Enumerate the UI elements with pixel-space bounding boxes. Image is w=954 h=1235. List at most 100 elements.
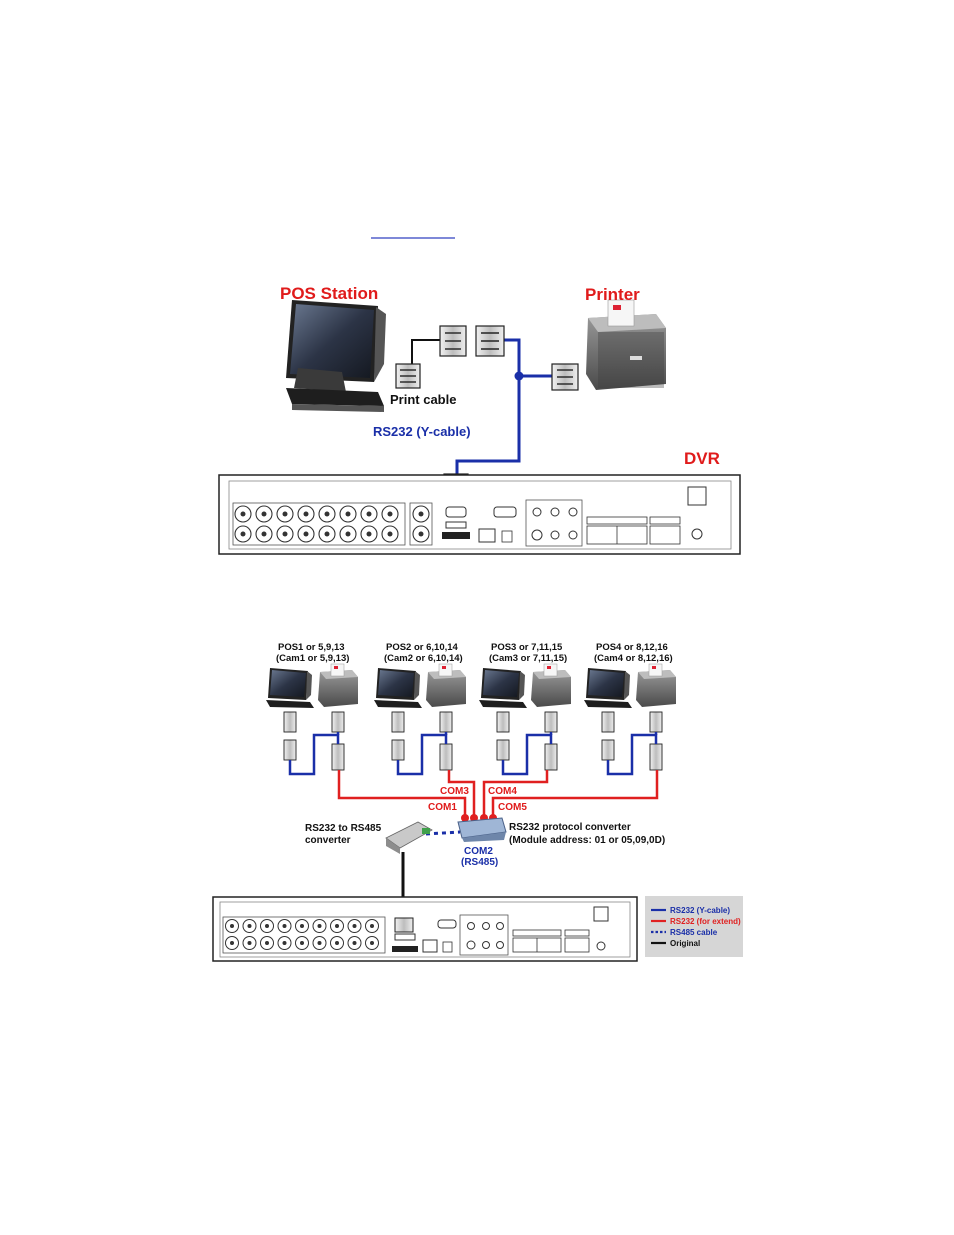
bnc-pin — [370, 924, 374, 928]
bnc-connector — [234, 505, 252, 523]
db9-connector — [331, 711, 345, 733]
pos-station-label: POS Station — [280, 284, 378, 303]
bnc-loop-connector — [412, 525, 430, 543]
bnc-connector — [297, 505, 315, 523]
db9-connector — [601, 711, 615, 733]
bnc-connector — [255, 505, 273, 523]
db9-connector-b — [475, 325, 505, 357]
legend-box — [645, 896, 743, 957]
bnc-connector — [295, 936, 309, 950]
rs485-cable-line — [425, 830, 461, 836]
pos-group-label-line2: (Cam1 or 5,9,13) — [276, 653, 349, 664]
bnc-pin — [282, 941, 287, 945]
bnc-connector — [277, 919, 292, 933]
bnc-pin — [265, 924, 269, 928]
extend-cables — [337, 770, 659, 818]
bnc-connector — [330, 936, 344, 950]
bnc-pin — [366, 531, 372, 537]
dvr-label: DVR — [684, 449, 720, 468]
bnc-pin — [261, 511, 267, 517]
bnc-pin — [418, 511, 424, 517]
com2-label: COM2 — [464, 846, 493, 857]
bnc-pin — [300, 941, 304, 945]
pos-terminal-icon — [584, 668, 632, 708]
bnc-connector — [360, 525, 378, 543]
legend-label: RS485 cable — [670, 928, 718, 937]
pos-terminal-icon — [479, 668, 527, 708]
bnc-connectors — [234, 505, 430, 543]
diagram-1-single-pos: POS Station Printer Print cable RS232 (Y… — [218, 284, 741, 555]
db9-connector — [331, 743, 345, 771]
pos-group-label-line1: POS4 or 8,12,16 — [596, 642, 668, 653]
bnc-pin — [240, 531, 246, 537]
pos-group-label-line1: POS3 or 7,11,15 — [491, 642, 563, 653]
bnc-pin — [418, 531, 424, 537]
bnc-loop-connector — [412, 505, 430, 523]
bnc-connector — [330, 919, 344, 933]
db9-connector — [439, 743, 453, 771]
bnc-pin — [230, 924, 234, 928]
pos-terminal-icon — [374, 668, 422, 708]
pos-terminal-icon — [266, 668, 314, 708]
db9-connector — [283, 711, 297, 733]
bnc-pin — [247, 924, 252, 928]
bnc-pin — [303, 531, 309, 537]
bnc-pin — [387, 531, 393, 537]
bnc-pin — [300, 924, 304, 928]
pos-group-4: POS4 or 8,12,16(Cam4 or 8,12,16) — [584, 642, 676, 776]
bnc-pin — [345, 531, 351, 537]
bnc-connector — [225, 919, 239, 933]
pos-group-label-line2: (Cam4 or 8,12,16) — [594, 653, 673, 664]
bnc-connector — [381, 525, 399, 543]
bnc-pin — [240, 511, 246, 517]
bnc-pin — [303, 511, 309, 517]
bnc-pin — [247, 941, 252, 945]
bnc-connector — [381, 505, 399, 523]
printer-icon-small — [318, 663, 358, 707]
bnc-connector — [260, 919, 274, 933]
com1-label: COM1 — [428, 802, 457, 813]
bnc-connector — [339, 505, 357, 523]
bnc-pin — [370, 941, 374, 945]
pos-station-icon — [286, 300, 386, 412]
printer-label: Printer — [585, 285, 640, 304]
bnc-connector — [365, 919, 379, 933]
bnc-pin — [282, 924, 287, 928]
bnc-connector — [225, 936, 239, 950]
com2-sub-label: (RS485) — [461, 857, 498, 868]
converter-label-1: RS232 to RS485 — [305, 823, 382, 834]
db9-connector — [496, 711, 510, 733]
ycable-line — [396, 733, 448, 776]
db9-connector — [283, 739, 297, 761]
pos-group-1: POS1 or 5,9,13(Cam1 or 5,9,13) — [266, 642, 358, 776]
pos-group-label-line1: POS1 or 5,9,13 — [278, 642, 345, 653]
com3-label: COM3 — [440, 786, 469, 797]
bnc-pin — [324, 531, 330, 537]
bnc-connector — [347, 919, 362, 933]
bnc-connector — [276, 525, 294, 543]
bnc-connector — [312, 936, 327, 950]
ycable-line — [288, 733, 340, 776]
protocol-label-1: RS232 protocol converter — [509, 822, 631, 833]
db9-connector — [496, 739, 510, 761]
bnc-connector — [347, 936, 362, 950]
converter-label-2: converter — [305, 835, 351, 846]
bnc-pin — [335, 941, 339, 945]
bnc-pin — [352, 941, 357, 945]
db9-connector — [544, 711, 558, 733]
legend-label: RS232 (for extend) — [670, 917, 741, 926]
db9-connector — [391, 711, 405, 733]
diagram-2-multi-pos: POS1 or 5,9,13(Cam1 or 5,9,13)POS2 or 6,… — [212, 642, 743, 962]
ycable-line — [501, 733, 553, 776]
protocol-label-2: (Module address: 01 or 05,09,0D) — [509, 835, 665, 846]
db9-connector-printer — [551, 363, 579, 391]
legend-item: RS232 (for extend) — [651, 917, 741, 926]
bnc-connector — [318, 525, 336, 543]
bnc-connector — [277, 936, 292, 950]
ycable-junction — [514, 371, 524, 381]
bnc-pin — [261, 531, 267, 537]
pos-group-label-line2: (Cam2 or 6,10,14) — [384, 653, 463, 664]
pos-groups: POS1 or 5,9,13(Cam1 or 5,9,13)POS2 or 6,… — [266, 642, 676, 776]
protocol-converter-module — [457, 817, 507, 842]
